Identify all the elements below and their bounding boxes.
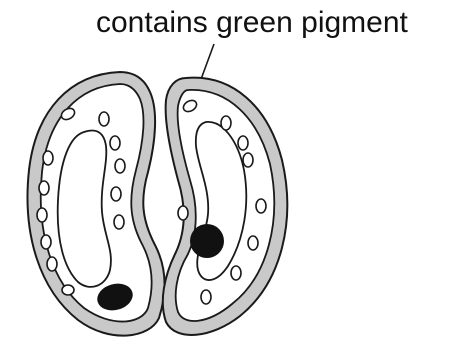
chloroplast <box>256 199 266 213</box>
chloroplast <box>41 235 51 249</box>
chloroplast <box>221 116 231 130</box>
chloroplast <box>37 208 47 222</box>
chloroplast <box>62 285 74 295</box>
chloroplast <box>111 187 121 201</box>
chloroplast <box>110 136 120 150</box>
left-guard-cell <box>28 72 165 336</box>
right-guard-cell <box>163 78 287 335</box>
chloroplast <box>201 290 211 304</box>
chloroplast <box>47 257 57 271</box>
right-nucleus <box>190 224 224 258</box>
chloroplast <box>238 136 248 150</box>
chloroplast <box>178 206 188 220</box>
chloroplast <box>231 266 241 280</box>
chloroplast <box>39 181 49 195</box>
chloroplast <box>114 215 124 229</box>
chloroplast <box>43 151 53 165</box>
chloroplast <box>243 153 253 167</box>
chloroplast <box>99 112 109 126</box>
chloroplast <box>248 236 258 250</box>
chloroplast <box>115 159 125 173</box>
